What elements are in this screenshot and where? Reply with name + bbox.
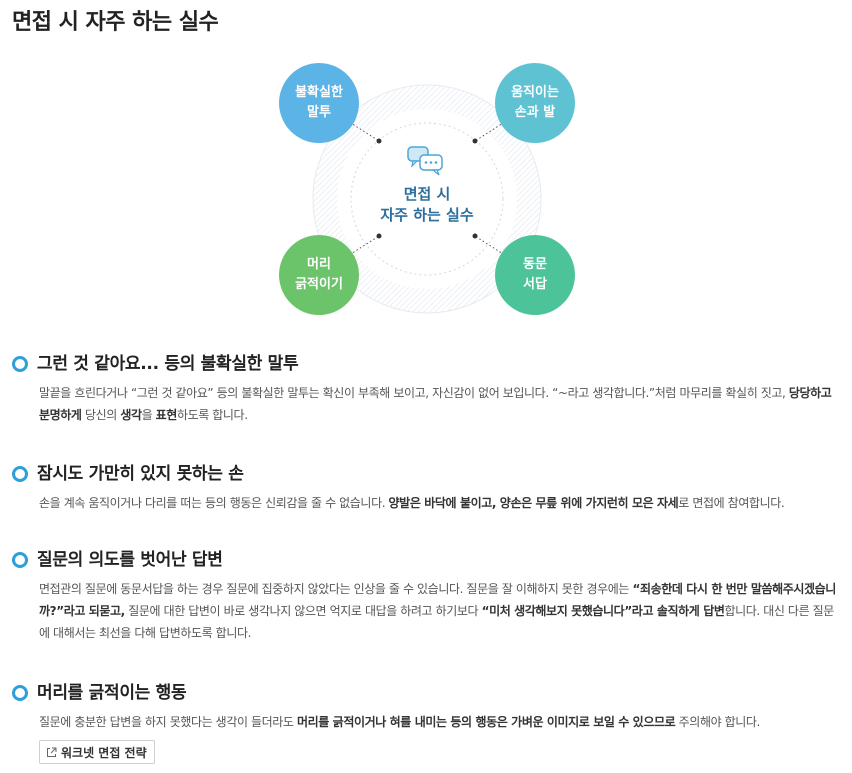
emphasis-text: “죄송한데 다시 한 번만 말씀해주시겠습니까?”라고 되묻고, xyxy=(39,582,836,618)
chat-bubbles-icon xyxy=(407,146,443,176)
section-body: 손을 계속 움직이거나 다리를 떠는 등의 행동은 신뢰감을 줄 수 없습니다.… xyxy=(39,492,838,514)
section-restless-hands: 잠시도 가만히 있지 못하는 손 손을 계속 움직이거나 다리를 떠는 등의 행… xyxy=(12,463,838,514)
body-text: 주의해야 합니다. xyxy=(675,715,761,729)
center-title-line-1: 면접 시 xyxy=(403,185,451,203)
body-text: 말끝을 흐린다거나 “그런 것 같아요” 등의 불확실한 말투는 확신이 부족해… xyxy=(39,386,789,400)
center-title-line-2: 자주 하는 실수 xyxy=(380,206,474,224)
emphasis-text: 머리를 긁적이거나 혀를 내미는 등의 행동은 가벼운 이미지로 보일 수 있으… xyxy=(296,715,676,729)
section-title: 머리를 긁적이는 행동 xyxy=(37,683,187,703)
section-heading: 그런 것 같아요... 등의 불확실한 말투 xyxy=(12,353,838,375)
node-head-scratching: 머리 긁적이기 xyxy=(279,235,359,315)
body-text: 을 xyxy=(141,408,156,422)
node-moving-hands-feet: 움직이는 손과 발 xyxy=(495,63,575,143)
emphasis-text: “미처 생각해보지 못했습니다”라고 솔직하게 답변 xyxy=(481,604,725,618)
section-off-topic-answer: 질문의 의도를 벗어난 답변 면접관의 질문에 동문서답을 하는 경우 질문에 … xyxy=(12,549,838,644)
external-link-icon xyxy=(47,747,57,757)
node-line: 말투 xyxy=(307,105,331,120)
body-text: 합니다. 대신 다른 질문에 대해서는 최선을 다해 답변하도록 합니다. xyxy=(39,604,834,640)
body-text: 손을 계속 움직이거나 다리를 떠는 등의 행동은 신뢰감을 줄 수 없습니다. xyxy=(39,496,389,510)
emphasis-text: 양발은 바닥에 붙이고, 양손은 무릎 위에 가지런히 모은 자세 xyxy=(388,496,679,510)
section-title: 잠시도 가만히 있지 못하는 손 xyxy=(37,464,244,484)
node-line: 손과 발 xyxy=(514,105,556,120)
body-text: 질문에 충분한 답변을 하지 못했다는 생각이 들더라도 xyxy=(39,715,297,729)
section-title: 질문의 의도를 벗어난 답변 xyxy=(37,550,223,570)
section-body: 면접관의 질문에 동문서답을 하는 경우 질문에 집중하지 않았다는 인상을 줄… xyxy=(39,578,838,644)
node-uncertain-tone: 불확실한 말투 xyxy=(279,63,359,143)
circle-bullet-icon xyxy=(12,685,28,701)
section-body: 말끝을 흐린다거나 “그런 것 같아요” 등의 불확실한 말투는 확신이 부족해… xyxy=(39,382,838,426)
section-heading: 질문의 의도를 벗어난 답변 xyxy=(12,549,838,571)
section-heading: 잠시도 가만히 있지 못하는 손 xyxy=(12,463,838,485)
node-line: 서답 xyxy=(523,277,547,292)
link-label: 워크넷 면접 전략 xyxy=(61,745,147,760)
body-text: 로 면접에 참여합니다. xyxy=(678,496,785,510)
mistakes-diagram: 면접 시 자주 하는 실수 불확실한 말투 움직이는 손과 발 머리 긁적이기 … xyxy=(0,0,852,340)
emphasis-text: 표현 xyxy=(155,408,178,422)
section-body: 질문에 충분한 답변을 하지 못했다는 생각이 들더라도 머리를 긁적이거나 혀… xyxy=(39,711,838,733)
node-irrelevant-answer: 동문 서답 xyxy=(495,235,575,315)
section-uncertain-tone: 그런 것 같아요... 등의 불확실한 말투 말끝을 흐린다거나 “그런 것 같… xyxy=(12,353,838,426)
diagram-background xyxy=(312,84,542,314)
body-text: 질문에 대한 답변이 바로 생각나지 않으면 억지로 대답을 하려고 하기보다 xyxy=(124,604,482,618)
diagram-center-title: 면접 시 자주 하는 실수 xyxy=(349,184,505,226)
node-line: 머리 xyxy=(307,257,331,272)
node-line: 긁적이기 xyxy=(295,277,343,292)
page-title: 면접 시 자주 하는 실수 xyxy=(12,10,219,35)
node-line: 불확실한 xyxy=(295,85,343,100)
circle-bullet-icon xyxy=(12,466,28,482)
node-line: 움직이는 xyxy=(511,85,559,100)
circle-bullet-icon xyxy=(12,552,28,568)
circle-bullet-icon xyxy=(12,356,28,372)
body-text: 면접관의 질문에 동문서답을 하는 경우 질문에 집중하지 않았다는 인상을 줄… xyxy=(39,582,633,596)
section-head-scratching: 머리를 긁적이는 행동 질문에 충분한 답변을 하지 못했다는 생각이 들더라도… xyxy=(12,682,838,733)
node-line: 동문 xyxy=(523,257,547,272)
body-text: 당신의 xyxy=(81,408,121,422)
emphasis-text: 생각 xyxy=(120,408,142,422)
section-heading: 머리를 긁적이는 행동 xyxy=(12,682,838,704)
section-title: 그런 것 같아요... 등의 불확실한 말투 xyxy=(37,354,299,374)
emphasis-text: 당당하고 분명하게 xyxy=(39,386,832,422)
body-text: 하도록 합니다. xyxy=(176,408,248,422)
worknet-interview-strategy-link[interactable]: 워크넷 면접 전략 xyxy=(39,740,155,764)
